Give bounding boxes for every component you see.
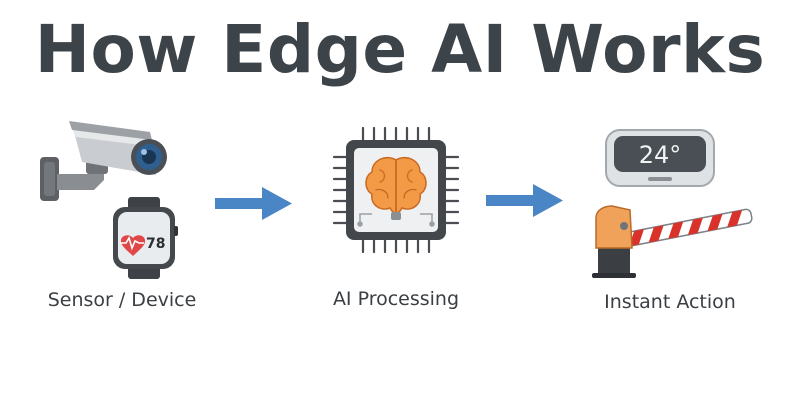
page-title: How Edge AI Works (34, 11, 766, 88)
thermostat-icon (605, 129, 715, 187)
stage-label-processing: AI Processing (332, 288, 460, 310)
barrier-gate-icon (592, 205, 753, 278)
flow-arrow-2 (486, 184, 563, 217)
flow-arrow-1 (215, 187, 292, 220)
thermostat-readout: 24° (639, 141, 682, 169)
watch-readout: 78 (146, 236, 165, 252)
stage-label-action: Instant Action (604, 291, 736, 313)
security-camera-icon (40, 121, 167, 201)
ai-chip-brain-icon (332, 126, 460, 254)
stage-label-sensor: Sensor / Device (47, 289, 197, 311)
smartwatch-icon (113, 197, 178, 279)
